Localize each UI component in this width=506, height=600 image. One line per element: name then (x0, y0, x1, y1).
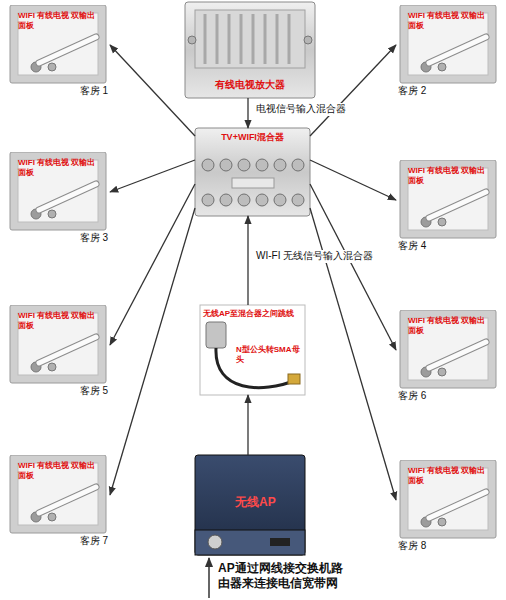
mixer-ports (202, 159, 304, 206)
device-label: 无线AP至混合器之间跳线 (203, 309, 302, 319)
mixer-image (195, 128, 310, 216)
amplifier-box: 有线电视放大器 (185, 2, 315, 98)
access-point-box: 无线AP (195, 455, 305, 555)
device-label: TV+WIFI混合器 (199, 132, 306, 143)
signal-arrow (110, 160, 195, 192)
panel-caption: WIFI 有线电视 双输出面板 (18, 311, 102, 330)
panel-caption: WIFI 有线电视 双输出面板 (408, 11, 492, 30)
f-connector (304, 36, 312, 44)
n-connector (206, 322, 226, 348)
ap-front-panel (195, 530, 305, 555)
cable-photo-frame (200, 305, 305, 395)
wall-plate (10, 305, 106, 383)
wall-plate (400, 5, 496, 83)
room-panel: WIFI 有线电视 双输出面板客房 1 (6, 5, 110, 99)
input-arrow (208, 558, 210, 598)
signal-arrow (110, 208, 195, 495)
sma-connector (288, 374, 300, 384)
room-label: 客房 3 (50, 232, 108, 244)
signal-arrow (310, 184, 396, 350)
room-panel: WIFI 有线电视 双输出面板客房 4 (396, 160, 500, 254)
signal-arrow (110, 184, 195, 345)
panel-caption: WIFI 有线电视 双输出面板 (408, 166, 492, 185)
signal-arrow (247, 395, 248, 455)
signal-arrow (247, 216, 248, 305)
amplifier-image (185, 2, 315, 98)
wall-plate (400, 160, 496, 238)
ap-housing (195, 455, 305, 555)
n-port (208, 535, 222, 549)
room-label: 客房 5 (50, 385, 108, 397)
room-label: 客房 1 (50, 85, 108, 97)
wall-plate (10, 455, 106, 533)
panel-caption: WIFI 有线电视 双输出面板 (18, 158, 102, 177)
lan-port (270, 538, 290, 546)
amplifier-housing (185, 2, 315, 98)
panel-caption: WIFI 有线电视 双输出面板 (408, 316, 492, 335)
signal-arrow (110, 45, 195, 136)
room-label: 客房 2 (398, 85, 456, 97)
device-label: 无线AP (235, 495, 301, 509)
amplifier-lid (195, 10, 305, 68)
edge-label: 电视信号输入混合器 (254, 103, 348, 116)
device-label: 有线电视放大器 (185, 79, 315, 91)
access-point-image (195, 455, 305, 555)
room-panel: WIFI 有线电视 双输出面板客房 2 (396, 5, 500, 99)
room-label: 客房 6 (398, 390, 456, 402)
room-label: 客房 8 (398, 540, 456, 552)
signal-arrow (310, 45, 396, 136)
panel-caption: WIFI 有线电视 双输出面板 (18, 461, 102, 480)
room-panel: WIFI 有线电视 双输出面板客房 7 (6, 455, 110, 549)
wall-plate (400, 460, 496, 538)
room-panel: WIFI 有线电视 双输出面板客房 8 (396, 460, 500, 554)
signal-arrow (247, 98, 248, 128)
device-note: N型公头转SMA母头 (236, 345, 302, 364)
mixer-housing (195, 128, 310, 216)
mixer-plate (232, 178, 274, 188)
wall-plate (400, 310, 496, 388)
f-connector (188, 36, 196, 44)
room-panel: WIFI 有线电视 双输出面板客房 3 (6, 152, 110, 246)
panel-caption: WIFI 有线电视 双输出面板 (408, 466, 492, 485)
mixer-box: TV+WIFI混合器 (195, 128, 310, 216)
signal-arrow (310, 160, 396, 200)
cooling-fins (205, 14, 289, 64)
cable-box: 无线AP至混合器之间跳线 N型公头转SMA母头 (200, 305, 305, 395)
edge-label: WI-FI 无线信号输入混合器 (254, 250, 375, 263)
room-label: 客房 4 (398, 240, 456, 252)
room-panel: WIFI 有线电视 双输出面板客房 5 (6, 305, 110, 399)
wall-plate (10, 5, 106, 83)
room-panel: WIFI 有线电视 双输出面板客房 6 (396, 310, 500, 404)
panel-caption: WIFI 有线电视 双输出面板 (18, 11, 102, 30)
room-label: 客房 7 (50, 535, 108, 547)
wall-plate (10, 152, 106, 230)
jumper-cable-image (200, 305, 305, 395)
note-text: AP通过网线接交换机路由器来连接电信宽带网 (216, 561, 354, 591)
